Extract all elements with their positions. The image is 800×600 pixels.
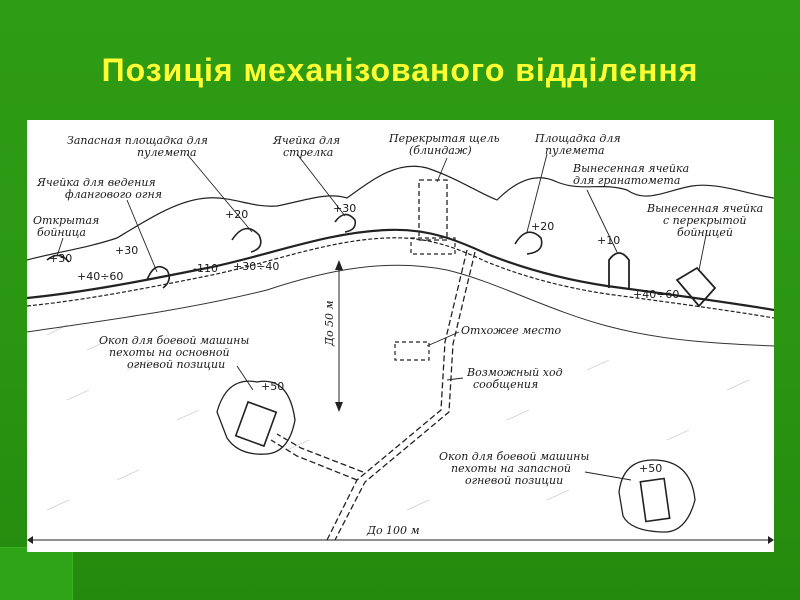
label-grenade-cell-l1: Вынесенная ячейка — [572, 162, 689, 175]
flank-cell — [146, 265, 171, 289]
covered-loophole-cell — [675, 266, 717, 308]
comm-passage-upper — [326, 249, 468, 541]
spare-ifv-trench — [618, 459, 696, 533]
elev-30-40: +30÷40 — [233, 260, 279, 273]
elev-30-top: +30 — [333, 202, 356, 215]
elev-40-60-right: +40÷60 — [633, 288, 679, 301]
label-depth: До 50 м — [323, 300, 336, 347]
label-comm-passage-l1: Возможный ход — [466, 366, 563, 379]
elev-20-right: +20 — [531, 220, 554, 233]
label-open-loophole-l1: Открытая — [33, 214, 99, 227]
elev-110: -110 — [193, 262, 218, 275]
label-mg-platform-l1: Площадка для — [534, 132, 621, 145]
parapet-outline — [27, 165, 774, 261]
rifle-cell — [334, 213, 357, 233]
mg-platform — [514, 231, 543, 255]
label-covered-loophole-l2: с перекрытой — [663, 214, 747, 227]
ground-hatching — [46, 324, 750, 511]
depth-arrow-top — [335, 260, 343, 270]
covered-slit-blindage — [418, 179, 448, 241]
label-flank-cell-l2: флангового огня — [65, 188, 162, 201]
comm-passage-upper-2 — [334, 251, 476, 541]
label-main-ifv-l3: огневой позиции — [127, 358, 225, 371]
label-spare-mg-l1: Запасная площадка для — [67, 134, 208, 147]
main-ifv-trench — [216, 380, 296, 455]
width-arrow-left — [27, 536, 33, 544]
comm-passage-to-ifv-2 — [276, 433, 364, 473]
label-rifle-cell-l2: стрелка — [283, 146, 333, 159]
trench-rear-line — [27, 237, 774, 319]
label-open-loophole-l2: бойница — [37, 226, 86, 239]
label-spare-ifv-l2: пехоты на запасной — [451, 462, 571, 475]
rear-ground-line — [27, 264, 774, 347]
label-spare-ifv-l3: огневой позиции — [465, 474, 563, 487]
label-covered-slit-l2: (блиндаж) — [409, 144, 472, 157]
label-grenade-cell-l2: для гранатомета — [573, 174, 680, 187]
label-width: До 100 м — [366, 524, 420, 537]
label-comm-passage-l2: сообщения — [473, 378, 538, 391]
position-diagram: Запасная площадка для пулемета Ячейка дл… — [27, 132, 774, 544]
label-flank-cell-l1: Ячейка для ведения — [36, 176, 156, 189]
latrine-pit — [394, 341, 430, 361]
spare-mg-platform — [231, 227, 262, 253]
elev-50-spare: +50 — [639, 462, 662, 475]
elev-20-left: +20 — [225, 208, 248, 221]
label-covered-slit-l1: Перекрытая щель — [388, 132, 500, 145]
slide-title: Позиція механізованого відділення — [101, 52, 699, 88]
elev-50-main: +50 — [261, 380, 284, 393]
decorative-square — [0, 547, 73, 600]
diagram-panel: Запасная площадка для пулемета Ячейка дл… — [27, 120, 774, 552]
grenade-cell — [608, 252, 630, 288]
trench-front-line — [27, 228, 774, 312]
label-main-ifv-l1: Окоп для боевой машины — [99, 334, 249, 347]
label-covered-loophole-l1: Вынесенная ячейка — [646, 202, 763, 215]
elev-30-far: +30 — [49, 252, 72, 265]
label-main-ifv-l2: пехоты на основной — [109, 346, 230, 359]
label-spare-mg-l2: пулемета — [137, 146, 197, 159]
comm-passage-to-ifv — [270, 439, 358, 481]
elev-10: +10 — [597, 234, 620, 247]
leader-lines — [56, 153, 708, 481]
elev-30-left: +30 — [115, 244, 138, 257]
label-spare-ifv-l1: Окоп для боевой машины — [439, 450, 589, 463]
label-covered-loophole-l3: бойницей — [677, 226, 733, 239]
width-arrow-right — [768, 536, 774, 544]
open-loophole — [46, 254, 70, 263]
depth-arrow-bottom — [335, 402, 343, 412]
label-latrine: Отхожее место — [461, 324, 562, 337]
elev-40-60-left: +40÷60 — [77, 270, 123, 283]
label-mg-platform-l2: пулемета — [545, 144, 605, 157]
label-rifle-cell-l1: Ячейка для — [272, 134, 340, 147]
blindage-entry — [410, 237, 456, 255]
